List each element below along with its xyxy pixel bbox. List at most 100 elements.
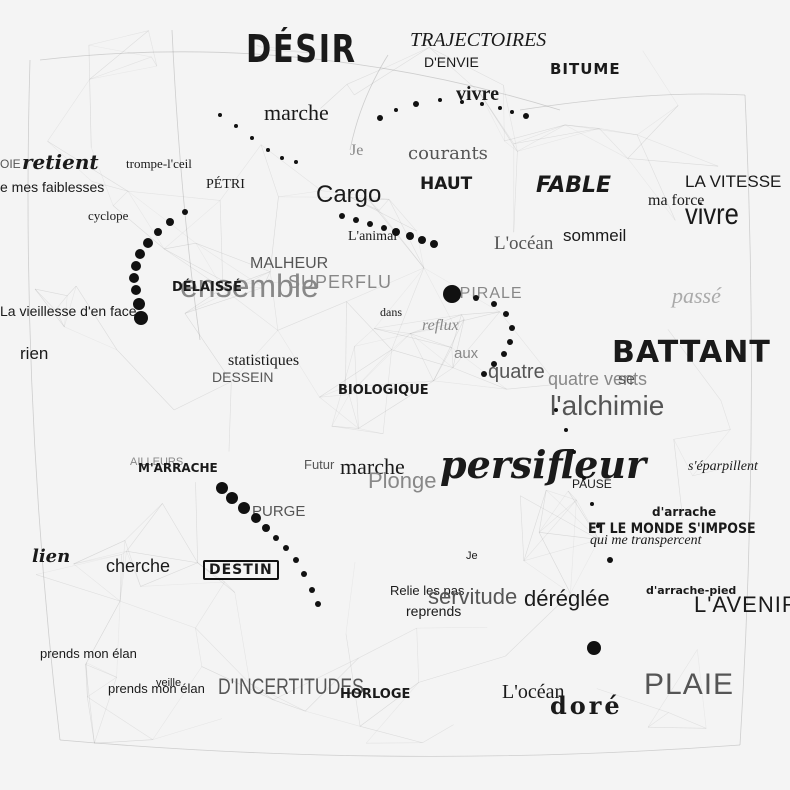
- network-line: [350, 197, 417, 232]
- trail-dot: [523, 113, 529, 119]
- network-line: [112, 205, 165, 250]
- network-line: [151, 56, 158, 67]
- network-line: [359, 725, 423, 744]
- network-line: [86, 662, 88, 697]
- trail-dot: [381, 225, 387, 231]
- network-line: [88, 30, 149, 46]
- network-line: [278, 190, 322, 198]
- network-line: [479, 92, 518, 152]
- network-line: [184, 287, 264, 314]
- network-line: [429, 47, 504, 86]
- network-line: [451, 314, 462, 348]
- network-line: [517, 124, 566, 152]
- network-line: [410, 333, 454, 368]
- trail-dot: [133, 298, 145, 310]
- network-line: [410, 311, 500, 334]
- network-line: [184, 283, 229, 314]
- trail-dot: [572, 450, 576, 454]
- trail-dot: [266, 148, 270, 152]
- trail-dot: [234, 124, 238, 128]
- network-line: [116, 601, 121, 678]
- network-line: [85, 664, 117, 678]
- network-arc: [519, 93, 746, 111]
- network-line: [422, 724, 454, 744]
- network-line: [452, 311, 500, 368]
- word-reflux: reflux: [422, 317, 459, 334]
- network-line: [126, 503, 163, 552]
- network-line: [538, 532, 571, 594]
- network-line: [345, 561, 356, 634]
- network-line: [164, 248, 229, 285]
- network-arc: [739, 94, 752, 746]
- word-se: se: [618, 371, 635, 388]
- network-line: [454, 319, 465, 327]
- network-line: [538, 490, 569, 533]
- trail-dot: [154, 228, 162, 236]
- word-futur: Futur: [304, 457, 335, 472]
- network-line: [94, 677, 117, 744]
- network-line: [73, 563, 121, 602]
- network-line: [73, 554, 122, 565]
- network-line: [89, 56, 152, 80]
- word-lavenir: L'AVENIR: [694, 592, 790, 617]
- network-line: [368, 198, 389, 201]
- network-line: [642, 50, 679, 106]
- trail-dot: [293, 557, 299, 563]
- network-line: [410, 325, 455, 334]
- network-line: [163, 248, 224, 290]
- network-line: [374, 328, 411, 334]
- trail-dot: [510, 110, 514, 114]
- word-destin: DESTIN: [203, 560, 279, 580]
- word-trajectoires: TRAJECTOIRES: [410, 29, 547, 51]
- word-je-bottom: Je: [466, 550, 478, 562]
- network-line: [201, 666, 274, 701]
- network-line: [346, 84, 355, 96]
- network-line: [94, 739, 153, 744]
- network-line: [368, 199, 380, 211]
- network-line: [452, 367, 507, 390]
- word-prends-elan-2: prends mon élan: [108, 681, 205, 696]
- word-haut: HAUT: [420, 174, 473, 194]
- trail-dot: [238, 502, 250, 514]
- word-lanimal: L'animal: [348, 229, 398, 244]
- network-line: [358, 428, 384, 435]
- network-line: [416, 230, 425, 268]
- word-locean-mid: L'océan: [494, 233, 554, 254]
- network-line: [127, 190, 221, 201]
- word-qui-me: qui me transpercent: [590, 533, 702, 548]
- network-line: [184, 313, 232, 382]
- trail-dot: [283, 545, 289, 551]
- network-line: [260, 144, 279, 197]
- network-line: [349, 380, 434, 395]
- word-rien: rien: [20, 344, 49, 363]
- network-line: [523, 490, 547, 561]
- network-line: [331, 394, 350, 427]
- network-line: [164, 242, 196, 250]
- network-line: [410, 314, 462, 334]
- network-line: [119, 600, 196, 629]
- network-line: [416, 628, 420, 683]
- trail-dot: [392, 228, 400, 236]
- network-line: [598, 128, 628, 159]
- trail-dot: [564, 428, 568, 432]
- network-line: [195, 243, 224, 289]
- network-line: [385, 47, 430, 68]
- network-line: [228, 381, 232, 452]
- trail-dot: [460, 100, 464, 104]
- network-line: [234, 592, 251, 684]
- network-line: [433, 347, 453, 381]
- network-line: [319, 394, 350, 398]
- network-line: [429, 47, 480, 93]
- network-line: [382, 349, 392, 434]
- network-line: [249, 683, 306, 712]
- network-line: [433, 319, 465, 381]
- word-mes-faiblesses: e mes faiblesses: [0, 179, 105, 195]
- network-line: [64, 285, 77, 327]
- network-line: [503, 85, 505, 141]
- network-line: [87, 677, 117, 698]
- network-line: [249, 683, 274, 701]
- network-line: [570, 500, 577, 594]
- word-locean-bottom: L'océan: [502, 681, 565, 703]
- trail-dot: [430, 240, 438, 248]
- network-line: [222, 288, 278, 331]
